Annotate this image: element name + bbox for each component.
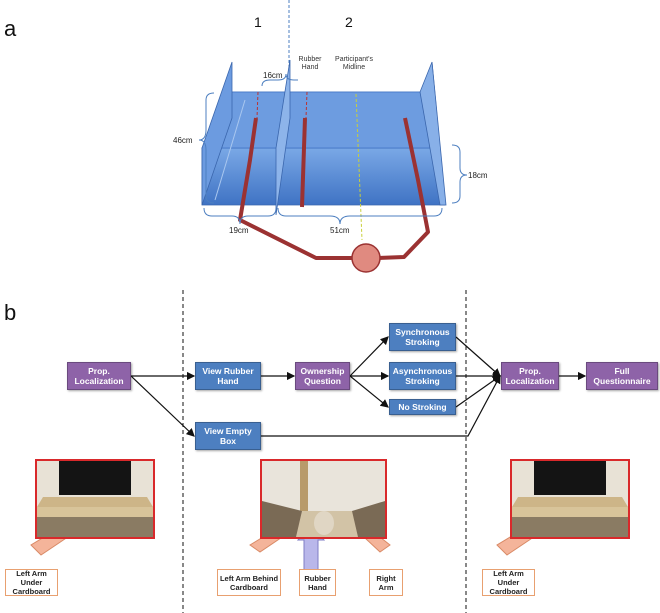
box-right-flap <box>419 61 447 206</box>
dimension-18cm: 18cm <box>468 171 488 180</box>
dimension-51cm: 51cm <box>330 226 350 235</box>
apparatus-diagram <box>198 0 468 273</box>
photo-post-illustration <box>512 461 628 537</box>
left-arm-dashed <box>256 91 259 119</box>
callout-right-arm: Right Arm <box>369 569 403 596</box>
box-front-face <box>201 147 441 206</box>
box-middle-divider <box>275 59 291 216</box>
prop-localization-box-1: Prop. Localization <box>67 362 131 390</box>
rubber-hand-label: Rubber Hand <box>298 56 322 71</box>
column-number-2: 2 <box>345 14 353 30</box>
photo-baseline-illustration <box>37 461 153 537</box>
participant-midline-label: Participant's Midline <box>335 56 373 71</box>
panel-b-letter: b <box>4 300 17 325</box>
arrow-none-to-prop2 <box>455 375 501 408</box>
photo-rubber-hand <box>260 459 387 539</box>
box-left-wall <box>201 61 233 206</box>
no-stroking-box: No Stroking <box>389 399 456 415</box>
callout-left-arm-under-2: Left Arm Under Cardboard <box>482 569 535 596</box>
dimension-19cm: 19cm <box>229 226 249 235</box>
arrow-prop-to-empty <box>130 375 195 437</box>
view-empty-box-box: View Empty Box <box>195 422 261 450</box>
synchronous-stroking-box: Synchronous Stroking <box>389 323 456 351</box>
photo-rubber-hand-illustration <box>262 461 385 537</box>
participant-head <box>351 243 381 273</box>
brace-18cm <box>451 144 468 204</box>
photo-baseline <box>35 459 155 539</box>
rubber-hand <box>300 117 307 208</box>
brace-19cm <box>203 207 277 225</box>
brace-46cm <box>198 92 215 204</box>
column-number-1: 1 <box>254 14 262 30</box>
photo-post <box>510 459 630 539</box>
left-arm <box>238 117 355 260</box>
inner-partition <box>214 99 246 201</box>
arrow-own-to-none <box>349 375 389 408</box>
dimension-16cm: 16cm <box>263 71 283 80</box>
brace-51cm <box>277 207 443 225</box>
ownership-question-box: Ownership Question <box>295 362 350 390</box>
arrow-empty-to-prop2 <box>261 374 501 437</box>
callout-left-arm-behind: Left Arm Behind Cardboard <box>217 569 281 596</box>
protocol-flowchart <box>30 290 587 613</box>
dimension-46cm: 46cm <box>173 136 193 145</box>
arrow-own-to-sync <box>349 336 389 377</box>
prop-localization-box-2: Prop. Localization <box>501 362 559 390</box>
full-questionnaire-box: Full Questionnaire <box>586 362 658 390</box>
right-arm <box>377 117 430 260</box>
rubber-hand-dashed <box>305 91 308 119</box>
view-rubber-hand-box: View Rubber Hand <box>195 362 261 390</box>
arrow-sync-to-prop2 <box>455 336 501 377</box>
callout-left-arm-under-1: Left Arm Under Cardboard <box>5 569 58 596</box>
asynchronous-stroking-box: Asynchronous Stroking <box>389 362 456 390</box>
brace-16cm <box>261 73 298 87</box>
callout-rubber-hand: Rubber Hand <box>299 569 336 596</box>
panel-a-letter: a <box>4 16 17 41</box>
